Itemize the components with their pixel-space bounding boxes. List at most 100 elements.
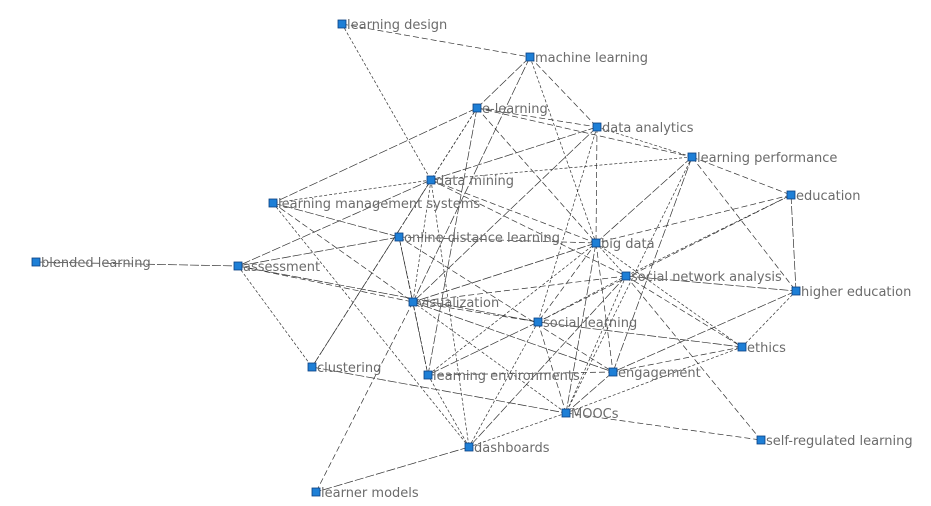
node-dashboards[interactable]: dashboards: [464, 441, 550, 456]
node-label: self-regulated learning: [766, 434, 913, 449]
edge-visualization-learner-models: [315, 301, 414, 493]
edge-big-data-learning-environments: [427, 242, 597, 376]
node-marker[interactable]: [561, 408, 571, 418]
node-ethics[interactable]: ethics: [737, 341, 786, 356]
edge-data-analytics-visualization: [412, 126, 598, 303]
edge-social-network-analysis-self-regulated-learning: [625, 275, 762, 441]
node-label: higher education: [801, 285, 911, 300]
edge-data-mining-learning-management-systems: [272, 179, 432, 204]
edge-social-learning-dashboards: [468, 321, 539, 448]
node-marker[interactable]: [394, 232, 404, 242]
node-marker[interactable]: [525, 52, 535, 62]
edge-e-learning-learning-performance: [476, 107, 693, 158]
node-label: learner models: [321, 486, 419, 501]
node-social-learning[interactable]: social learning: [533, 316, 637, 331]
node-visualization[interactable]: visualization: [408, 296, 499, 311]
node-moocs[interactable]: MOOCs: [561, 407, 619, 422]
node-marker[interactable]: [337, 19, 347, 29]
node-marker[interactable]: [426, 175, 436, 185]
edge-visualization-learning-environments: [412, 301, 429, 376]
node-label: ethics: [747, 341, 786, 356]
edge-assessment-social-learning: [237, 265, 539, 323]
node-marker[interactable]: [592, 122, 602, 132]
node-marker[interactable]: [591, 238, 601, 248]
node-label: learning management systems: [278, 197, 480, 212]
node-label: blended learning: [41, 256, 151, 271]
edge-visualization-moocs: [412, 301, 567, 414]
node-label: education: [796, 189, 861, 204]
node-marker[interactable]: [737, 342, 747, 352]
node-self-regulated-learning[interactable]: self-regulated learning: [756, 434, 913, 449]
node-blended-learning[interactable]: blended learning: [31, 256, 151, 271]
node-data-mining[interactable]: data mining: [426, 174, 514, 189]
node-e-learning[interactable]: e-learning: [472, 102, 548, 117]
node-marker[interactable]: [687, 152, 697, 162]
edge-learning-environments-engagement: [427, 371, 614, 376]
node-learning-performance[interactable]: learning performance: [687, 151, 837, 166]
edge-data-mining-clustering: [311, 179, 432, 368]
node-marker[interactable]: [423, 370, 433, 380]
edge-online-distance-learning-assessment: [237, 236, 400, 267]
node-marker[interactable]: [472, 103, 482, 113]
node-learner-models[interactable]: learner models: [311, 486, 419, 501]
node-online-distance-learning[interactable]: online distance learning: [394, 231, 560, 246]
node-big-data[interactable]: big data: [591, 237, 655, 252]
node-clustering[interactable]: clustering: [307, 361, 381, 376]
node-label: social network analysis: [631, 270, 782, 285]
node-learning-design[interactable]: learning design: [337, 18, 447, 33]
node-marker[interactable]: [307, 362, 317, 372]
edge-ethics-engagement: [612, 346, 743, 373]
edge-engagement-moocs: [565, 371, 614, 414]
node-marker[interactable]: [791, 286, 801, 296]
node-marker[interactable]: [464, 442, 474, 452]
node-label: visualization: [418, 296, 499, 311]
node-label: machine learning: [535, 51, 648, 66]
node-education[interactable]: education: [786, 189, 861, 204]
node-marker[interactable]: [311, 487, 321, 497]
edge-clustering-moocs: [311, 366, 567, 414]
node-marker[interactable]: [268, 198, 278, 208]
edge-big-data-social-learning: [537, 242, 597, 323]
node-learning-management-systems[interactable]: learning management systems: [268, 197, 480, 212]
node-marker[interactable]: [621, 271, 631, 281]
node-label: big data: [601, 237, 655, 252]
edge-learning-management-systems-dashboards: [272, 202, 470, 448]
edge-social-network-analysis-higher-education: [625, 275, 797, 292]
edge-moocs-dashboards: [468, 412, 567, 448]
edge-data-mining-social-network-analysis: [430, 179, 627, 277]
node-marker[interactable]: [533, 317, 543, 327]
node-marker[interactable]: [756, 435, 766, 445]
edge-ethics-moocs: [565, 346, 743, 414]
node-marker[interactable]: [31, 257, 41, 267]
node-machine-learning[interactable]: machine learning: [525, 51, 648, 66]
edge-social-network-analysis-dashboards: [468, 275, 627, 448]
edge-online-distance-learning-engagement: [398, 236, 614, 373]
edge-machine-learning-e-learning: [476, 56, 531, 109]
node-label: social learning: [543, 316, 637, 331]
edge-data-analytics-learning-performance: [596, 126, 693, 158]
edge-learning-performance-big-data: [595, 156, 693, 244]
node-label: learning environments: [433, 369, 580, 384]
edge-learning-design-data-mining: [341, 23, 432, 181]
node-data-analytics[interactable]: data analytics: [592, 121, 694, 136]
edge-e-learning-big-data: [476, 107, 597, 244]
edge-social-network-analysis-social-learning: [537, 275, 627, 323]
edge-online-distance-learning-big-data: [398, 236, 597, 244]
node-marker[interactable]: [233, 261, 243, 271]
edge-big-data-moocs: [565, 242, 597, 414]
node-learning-environments[interactable]: learning environments: [423, 369, 580, 384]
node-label: online distance learning: [404, 231, 560, 246]
node-higher-education[interactable]: higher education: [791, 285, 911, 300]
node-assessment[interactable]: assessment: [233, 260, 320, 275]
node-engagement[interactable]: engagement: [608, 366, 701, 381]
edge-e-learning-learning-management-systems: [272, 107, 478, 204]
edge-learning-environments-dashboards: [427, 374, 470, 448]
node-marker[interactable]: [408, 297, 418, 307]
node-marker[interactable]: [608, 367, 618, 377]
edge-big-data-visualization: [412, 242, 597, 303]
node-marker[interactable]: [786, 190, 796, 200]
node-social-network-analysis[interactable]: social network analysis: [621, 270, 782, 285]
edge-e-learning-data-analytics: [476, 107, 598, 128]
node-layer: learning design machine learning e-learnin…: [31, 18, 913, 501]
edge-social-learning-learning-environments: [427, 321, 539, 376]
